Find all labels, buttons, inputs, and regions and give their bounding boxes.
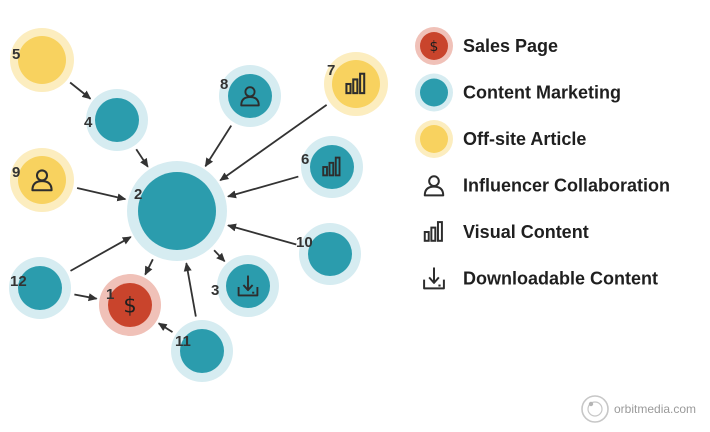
edge-12-to-1 [74, 293, 98, 302]
node-number-label: 11 [175, 333, 191, 350]
legend-item-influencer: Influencer Collaboration [423, 175, 670, 197]
edge-2-to-3 [213, 249, 226, 263]
person-icon [423, 175, 445, 197]
node-8: 8 [219, 65, 281, 127]
legend-label: Influencer Collaboration [463, 176, 670, 196]
orbit-logo-icon [581, 395, 609, 423]
edge-9-to-2 [76, 187, 127, 202]
edge-2-to-1 [144, 258, 154, 276]
brand: orbitmedia.com [581, 395, 696, 423]
node-6: 6 [301, 136, 363, 198]
legend-label: Content Marketing [463, 83, 621, 103]
node-circle [95, 98, 139, 142]
dollar-icon: $ [123, 293, 136, 317]
svg-text:$: $ [123, 293, 136, 317]
node-number-label: 6 [301, 151, 309, 168]
legend-swatch [420, 125, 448, 153]
node-12: 12 [9, 257, 71, 319]
node-number-label: 1 [106, 286, 114, 303]
legend-label: Off-site Article [463, 129, 586, 149]
legend-item-visual: Visual Content [423, 221, 589, 242]
node-7: 7 [324, 52, 388, 116]
legend-label: Sales Page [463, 36, 558, 56]
edges-layer [69, 81, 328, 333]
node-5: 5 [10, 28, 74, 92]
node-number-label: 8 [220, 76, 228, 93]
node-number-label: 7 [327, 62, 335, 79]
node-3: 3 [211, 255, 279, 317]
node-10: 10 [296, 223, 361, 285]
edge-5-to-4 [69, 81, 92, 100]
node-number-label: 4 [84, 114, 93, 131]
node-11: 11 [171, 320, 233, 382]
bar-chart-icon [423, 221, 443, 242]
bar-chart-icon [345, 72, 366, 95]
edge-11-to-2 [183, 262, 197, 317]
node-circle [138, 172, 216, 250]
legend-label: Downloadable Content [463, 269, 658, 289]
legend-item-content: Content Marketing [415, 73, 621, 112]
edge-8-to-2 [204, 125, 233, 168]
edge-4-to-2 [135, 148, 149, 168]
edge-11-to-1 [157, 322, 173, 333]
node-9: 9 [10, 148, 74, 212]
edge-7-to-2 [219, 104, 328, 182]
node-circle [308, 232, 352, 276]
node-number-label: 9 [12, 164, 20, 181]
node-number-label: 5 [12, 46, 20, 63]
svg-text:$: $ [430, 39, 439, 55]
download-icon [237, 275, 259, 297]
legend-item-download: Downloadable Content [423, 267, 658, 290]
node-circle [18, 266, 62, 310]
node-4: 4 [84, 89, 148, 151]
legend-swatch [420, 78, 448, 107]
person-icon [31, 169, 53, 192]
node-1: $1 [99, 274, 161, 336]
node-circle [310, 145, 354, 189]
node-number-label: 12 [10, 273, 27, 290]
legend-label: Visual Content [463, 222, 589, 242]
legend-item-offsite: Off-site Article [415, 120, 586, 158]
node-circle [180, 329, 224, 373]
legend-swatch [420, 32, 448, 60]
legend-item-sales: $ Sales Page [415, 27, 558, 65]
brand-text: orbitmedia.com [614, 402, 696, 416]
edge-10-to-2 [227, 223, 297, 246]
node-circle [18, 36, 66, 84]
node-number-label: 2 [134, 186, 142, 203]
bar-chart-icon [322, 156, 341, 177]
download-icon [423, 267, 445, 290]
node-2: 2 [127, 161, 227, 261]
edge-12-to-2 [70, 236, 132, 272]
dollar-icon: $ [430, 39, 439, 55]
node-circle [332, 60, 380, 108]
edge-6-to-2 [227, 175, 299, 199]
person-icon [240, 86, 260, 107]
node-circle [108, 283, 152, 327]
node-number-label: 3 [211, 282, 219, 299]
node-number-label: 10 [296, 234, 313, 251]
